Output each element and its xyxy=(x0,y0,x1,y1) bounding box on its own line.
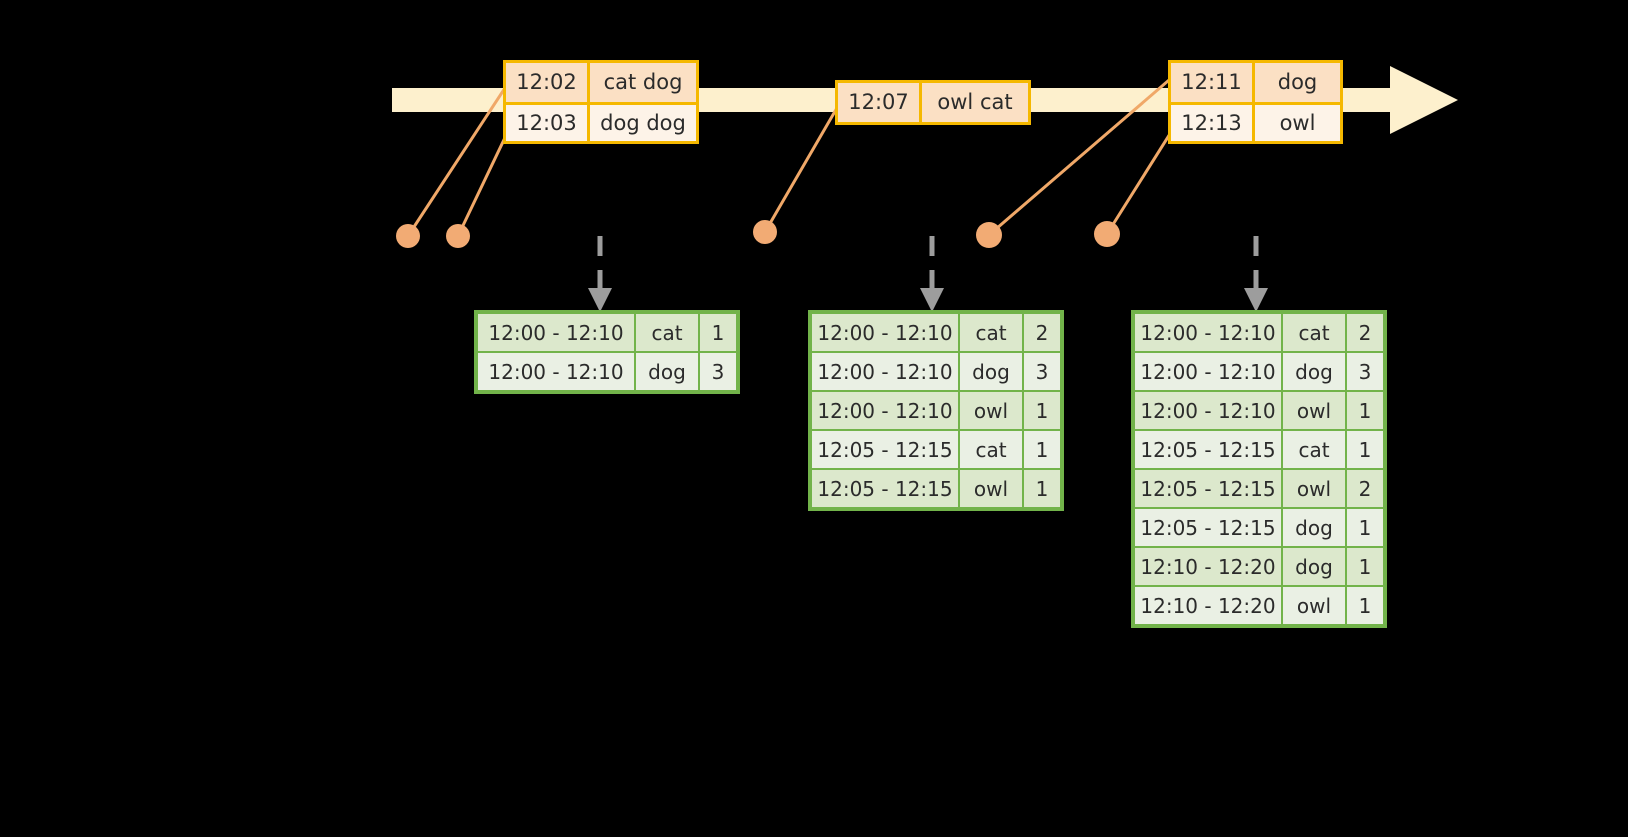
table-row[interactable]: 12:05 - 12:15 cat 1 xyxy=(1135,431,1383,468)
cell-count: 3 xyxy=(1024,353,1060,390)
table-row[interactable]: 12:00 - 12:10 owl 1 xyxy=(1135,392,1383,429)
cell-count: 3 xyxy=(700,353,736,390)
cell-window: 12:00 - 12:10 xyxy=(1135,353,1281,390)
cell-key: dog xyxy=(636,353,698,390)
event-payload: owl xyxy=(1255,105,1340,141)
cell-count: 1 xyxy=(1024,470,1060,507)
event-time: 12:03 xyxy=(506,105,590,141)
table-row[interactable]: 12:00 - 12:10 cat 1 xyxy=(478,314,736,351)
cell-key: owl xyxy=(1283,587,1345,624)
cell-count: 3 xyxy=(1347,353,1383,390)
cell-count: 1 xyxy=(1347,587,1383,624)
cell-key: cat xyxy=(960,431,1022,468)
table-row[interactable]: 12:05 - 12:15 cat 1 xyxy=(812,431,1060,468)
table-row[interactable]: 12:05 - 12:15 owl 1 xyxy=(812,470,1060,507)
table-row[interactable]: 12:00 - 12:10 owl 1 xyxy=(812,392,1060,429)
cell-key: dog xyxy=(960,353,1022,390)
cell-window: 12:10 - 12:20 xyxy=(1135,587,1281,624)
table-row[interactable]: 12:00 - 12:10 dog 3 xyxy=(1135,353,1383,390)
dashed-arrow-head-3 xyxy=(1244,288,1268,312)
event-row[interactable]: 12:13 owl xyxy=(1171,102,1340,141)
cell-window: 12:05 - 12:15 xyxy=(812,470,958,507)
dashed-arrows xyxy=(597,236,1259,290)
event-group-1[interactable]: 12:02 cat dog 12:03 dog dog xyxy=(503,60,699,144)
cell-window: 12:05 - 12:15 xyxy=(1135,509,1281,546)
event-group-3[interactable]: 12:11 dog 12:13 owl xyxy=(1168,60,1343,144)
event-time: 12:02 xyxy=(506,63,590,102)
cell-key: owl xyxy=(1283,470,1345,507)
cell-count: 1 xyxy=(1347,509,1383,546)
connector-dot-5 xyxy=(1094,221,1120,247)
event-payload: dog xyxy=(1255,63,1340,102)
dashed-arrow-head-2 xyxy=(920,288,944,312)
cell-key: cat xyxy=(636,314,698,351)
cell-count: 1 xyxy=(1347,392,1383,429)
connector-dot-2 xyxy=(446,224,470,248)
cell-key: dog xyxy=(1283,548,1345,585)
cell-key: owl xyxy=(960,470,1022,507)
cell-key: cat xyxy=(1283,431,1345,468)
event-row[interactable]: 12:11 dog xyxy=(1171,63,1340,102)
cell-count: 1 xyxy=(1024,392,1060,429)
cell-window: 12:00 - 12:10 xyxy=(478,353,634,390)
cell-count: 2 xyxy=(1347,314,1383,351)
table-row[interactable]: 12:00 - 12:10 cat 2 xyxy=(1135,314,1383,351)
connector-dot-3 xyxy=(753,220,777,244)
table-row[interactable]: 12:05 - 12:15 dog 1 xyxy=(1135,509,1383,546)
table-row[interactable]: 12:10 - 12:20 owl 1 xyxy=(1135,587,1383,624)
result-table-3[interactable]: 12:00 - 12:10 cat 2 12:00 - 12:10 dog 3 … xyxy=(1131,310,1387,628)
cell-key: owl xyxy=(960,392,1022,429)
event-row[interactable]: 12:03 dog dog xyxy=(506,102,696,141)
cell-window: 12:05 - 12:15 xyxy=(1135,470,1281,507)
cell-key: cat xyxy=(1283,314,1345,351)
table-row[interactable]: 12:00 - 12:10 dog 3 xyxy=(478,353,736,390)
table-row[interactable]: 12:00 - 12:10 cat 2 xyxy=(812,314,1060,351)
cell-key: dog xyxy=(1283,509,1345,546)
cell-window: 12:10 - 12:20 xyxy=(1135,548,1281,585)
cell-count: 2 xyxy=(1024,314,1060,351)
cell-key: cat xyxy=(960,314,1022,351)
table-row[interactable]: 12:05 - 12:15 owl 2 xyxy=(1135,470,1383,507)
cell-key: owl xyxy=(1283,392,1345,429)
event-group-2[interactable]: 12:07 owl cat xyxy=(835,80,1031,125)
cell-window: 12:00 - 12:10 xyxy=(812,353,958,390)
cell-window: 12:00 - 12:10 xyxy=(1135,314,1281,351)
event-payload: dog dog xyxy=(590,105,696,141)
table-row[interactable]: 12:00 - 12:10 dog 3 xyxy=(812,353,1060,390)
result-table-2[interactable]: 12:00 - 12:10 cat 2 12:00 - 12:10 dog 3 … xyxy=(808,310,1064,511)
cell-window: 12:00 - 12:10 xyxy=(1135,392,1281,429)
cell-window: 12:00 - 12:10 xyxy=(478,314,634,351)
cell-count: 1 xyxy=(1347,431,1383,468)
dashed-arrow-head-1 xyxy=(588,288,612,312)
event-time: 12:07 xyxy=(838,83,922,122)
event-row[interactable]: 12:07 owl cat xyxy=(838,83,1028,122)
cell-key: dog xyxy=(1283,353,1345,390)
event-payload: owl cat xyxy=(922,83,1028,122)
result-table-1[interactable]: 12:00 - 12:10 cat 1 12:00 - 12:10 dog 3 xyxy=(474,310,740,394)
cell-window: 12:00 - 12:10 xyxy=(812,392,958,429)
cell-window: 12:05 - 12:15 xyxy=(1135,431,1281,468)
cell-count: 2 xyxy=(1347,470,1383,507)
event-time: 12:13 xyxy=(1171,105,1255,141)
table-row[interactable]: 12:10 - 12:20 dog 1 xyxy=(1135,548,1383,585)
cell-count: 1 xyxy=(1347,548,1383,585)
cell-window: 12:05 - 12:15 xyxy=(812,431,958,468)
event-time: 12:11 xyxy=(1171,63,1255,102)
cell-window: 12:00 - 12:10 xyxy=(812,314,958,351)
cell-count: 1 xyxy=(700,314,736,351)
connector-dot-4 xyxy=(976,222,1002,248)
dashed-arrow-heads xyxy=(588,288,1268,312)
connector-dots xyxy=(396,220,1120,248)
event-payload: cat dog xyxy=(590,63,696,102)
connector-dot-1 xyxy=(396,224,420,248)
cell-count: 1 xyxy=(1024,431,1060,468)
event-row[interactable]: 12:02 cat dog xyxy=(506,63,696,102)
